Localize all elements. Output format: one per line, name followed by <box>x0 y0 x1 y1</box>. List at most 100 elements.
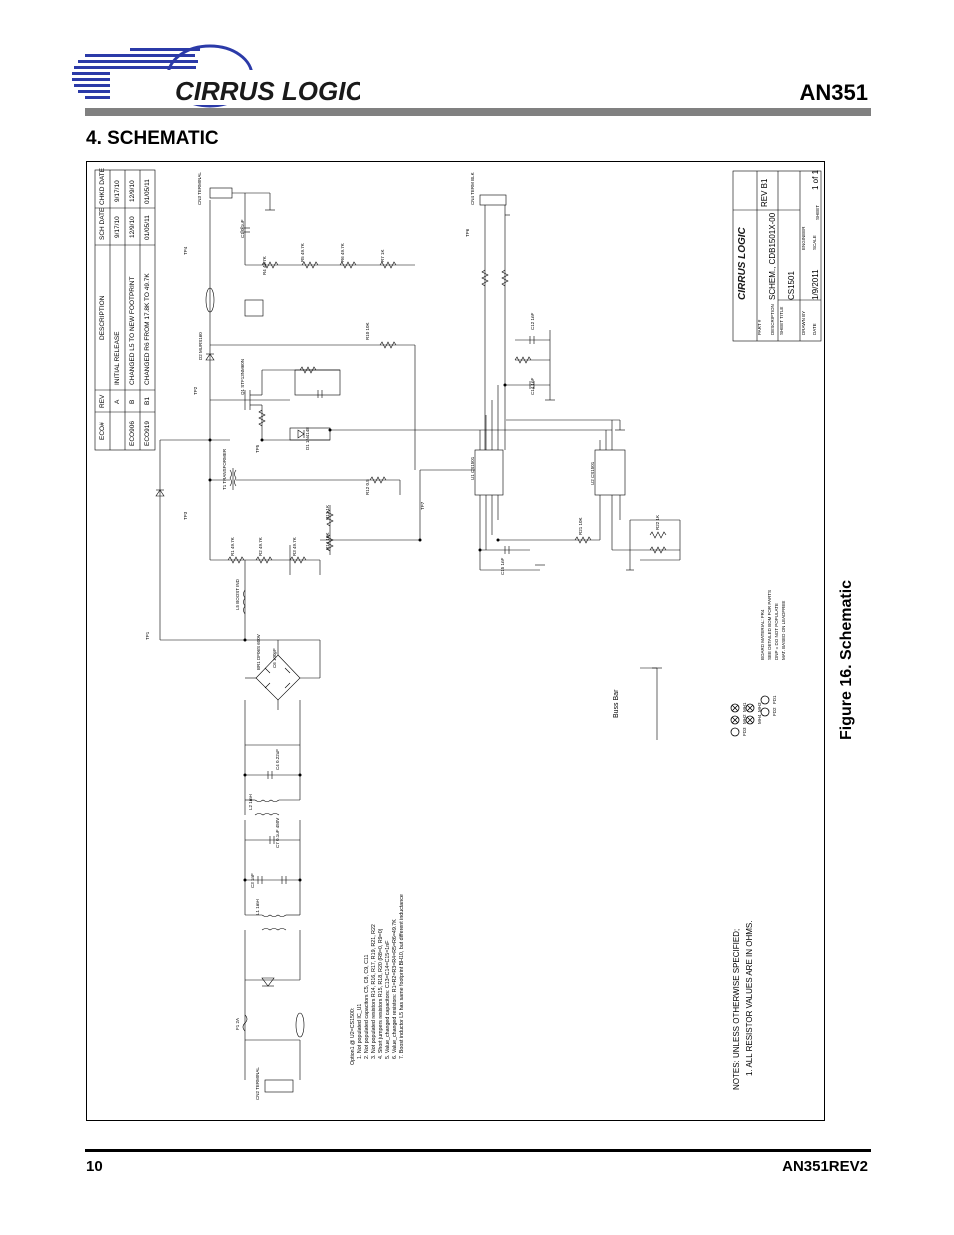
label-c12: C14 1nF <box>530 377 535 395</box>
tb-desc-label: DESCRIPTION <box>770 304 775 335</box>
tb-sheet: 1 of 1 <box>811 169 820 190</box>
label-tp7: TP7 <box>420 501 425 510</box>
label-conn-in: CN2 TERMINAL <box>255 1067 260 1100</box>
label-r4: R4 49.7K <box>262 256 267 275</box>
schematic-frame <box>86 161 825 1121</box>
label-tp1: TP1 <box>145 631 150 640</box>
rev-row3-rev: B1 <box>144 397 151 405</box>
label-c4: C4 0.22uF <box>275 748 280 770</box>
legend-line: DNP = DO NOT POPULATE <box>774 603 779 660</box>
options-item: 4. Short jumpers resistors R15, R18, R20… <box>378 928 384 1059</box>
label-c13: C15 1nF <box>500 557 505 575</box>
label-bridge: BR1 DF06S 600V <box>256 634 261 670</box>
label-c3: C3 1nF <box>250 873 255 888</box>
label-u1: U1 CS1501 <box>470 456 475 480</box>
tb-part-label: PART # <box>757 319 762 335</box>
label-c10: C12 1nF <box>530 312 535 330</box>
rev-header-rev: REV <box>99 394 106 408</box>
rev-row2-desc: CHANGED L5 TO NEW FOOTPRINT <box>129 276 136 385</box>
rev-header-eco: ECO# <box>99 422 106 440</box>
options-item: 2. Not populated capacitors C5, C8, C9, … <box>364 954 370 1059</box>
notes-line-2: 1. ALL RESISTOR VALUES ARE IN OHMS. <box>745 920 754 1076</box>
rev-header-chkd-date: CHKD DATE <box>99 167 106 205</box>
label-r13: R13 1K <box>325 504 330 520</box>
tb-description: SCHEM., CDB1501X-00 <box>768 212 777 300</box>
svg-text:CIRRUS LOGIC: CIRRUS LOGIC <box>175 76 360 106</box>
figure-caption: Figure 16. Schematic <box>838 579 855 740</box>
rev-row2-chkd: 12/9/10 <box>129 180 136 202</box>
rev-header-sch-date: SCH DATE <box>99 207 106 240</box>
options-item: 6. Value_changed resistors: R1=R2=R3=R4=… <box>392 919 398 1059</box>
rev-row1-desc: INITIAL RELEASE <box>114 331 121 385</box>
mh-label: MH2 <box>742 714 747 724</box>
label-u2: U2 CS1501 <box>590 461 595 485</box>
label-d2: D2 MURS160 <box>198 332 203 360</box>
label-c1: C1 0.1uF <box>240 219 245 238</box>
rev-row2-eco: ECO906 <box>129 421 136 446</box>
rev-row1-chkd: 9/17/10 <box>114 180 121 202</box>
company-logo: CIRRUS LOGIC <box>70 40 360 115</box>
label-r10: R10 10K <box>365 322 370 340</box>
notes: NOTES: UNLESS OTHERWISE SPECIFIED; 1. AL… <box>730 921 756 1090</box>
tb-scale-label: SCALE <box>812 235 817 250</box>
label-r22: R22 1K <box>655 514 660 530</box>
label-r7: R7 1K <box>380 249 385 262</box>
label-r5: R5 49.7K <box>300 243 305 262</box>
doc-revision: AN351REV2 <box>782 1158 868 1175</box>
options-item: 3. Not populated resistors R14, R16, R17… <box>371 924 377 1059</box>
fd-label: FD2 <box>772 707 777 716</box>
label-tp4: TP4 <box>183 246 188 255</box>
tb-sheet-title-label: SHEET TITLE <box>779 306 784 335</box>
rev-row3-chkd: 01/05/11 <box>144 179 151 204</box>
header-rule <box>85 108 871 116</box>
label-r6: R6 49.7K <box>340 243 345 262</box>
bus-bar-label: Buss Bar <box>613 689 620 718</box>
legend-line: MAT. BASED ON LEADFREE <box>781 600 786 660</box>
mh-label: MH4 <box>757 714 762 724</box>
tb-logo: CIRRUS LOGIC <box>737 227 748 300</box>
tb-drawn-label: DRAWN BY <box>801 310 806 335</box>
rev-row2-sch: 12/9/10 <box>129 216 136 238</box>
legend-line: BOARD MATERIAL: FR4 <box>760 609 765 660</box>
tb-sheet-title: CS1501 <box>787 271 796 300</box>
label-tp6: TP6 <box>465 228 470 237</box>
label-t1: T1 TRANSFORMER <box>222 448 227 490</box>
notes-line-1: NOTES: UNLESS OTHERWISE SPECIFIED; <box>732 928 741 1090</box>
label-q1: Q1 STF13NM60N <box>240 358 245 395</box>
options-item: 5. Value_changed capacitors: C13=C14=C15… <box>385 940 391 1059</box>
rev-row3-desc: CHANGED R6 FROM 17.8K TO 49.7K <box>144 273 151 385</box>
rev-row3-sch: 01/05/11 <box>144 215 151 240</box>
label-l2: L2 1mH <box>248 794 253 810</box>
rev-row2-rev: B <box>129 399 136 404</box>
fd-label: FD3 <box>742 727 747 736</box>
tb-sheet-label: SHEET <box>815 204 820 220</box>
section-title: 4. SCHEMATIC <box>86 128 219 149</box>
label-l5: L5 BOOST IND <box>235 579 240 610</box>
tb-date-label: DATE <box>812 323 817 335</box>
label-r12: R12 0.5 <box>365 479 370 495</box>
rev-row3-eco: ECO919 <box>144 421 151 446</box>
rev-row1-rev: A <box>114 399 121 404</box>
label-r21: R21 10K <box>578 517 583 535</box>
tb-engineer-label: ENGINEER <box>801 226 806 250</box>
label-r14: R14 10K <box>325 532 330 550</box>
options-item: 7. Boost inductor L5 has same footprint … <box>399 894 405 1059</box>
fd-label: FD1 <box>772 695 777 704</box>
legend-line: SEE DETAILED BOM FOR PARTS <box>767 589 772 660</box>
label-l1: L1 1mH <box>255 899 260 915</box>
tb-rev: REV B1 <box>760 178 769 207</box>
footer-rule <box>85 1149 871 1152</box>
options-title: Option1 @ U2=CS1500: <box>350 1007 356 1065</box>
rev-header-desc: DESCRIPTION <box>99 295 106 340</box>
label-r2: R2 49.7K <box>258 537 263 556</box>
label-c7: C7 0.1uF 450V <box>275 817 280 848</box>
label-tp2: TP2 <box>193 386 198 395</box>
options-item: 1. Not populated IC_U1 <box>357 1003 363 1059</box>
doc-id: AN351 <box>799 80 868 105</box>
label-c5: C6 100pF <box>272 648 277 668</box>
label-conn-out2: CN4 TERM BLK <box>470 172 475 205</box>
label-r3: R3 49.7K <box>292 537 297 556</box>
label-tp3: TP3 <box>183 511 188 520</box>
label-f1: F1 2A <box>235 1017 240 1030</box>
